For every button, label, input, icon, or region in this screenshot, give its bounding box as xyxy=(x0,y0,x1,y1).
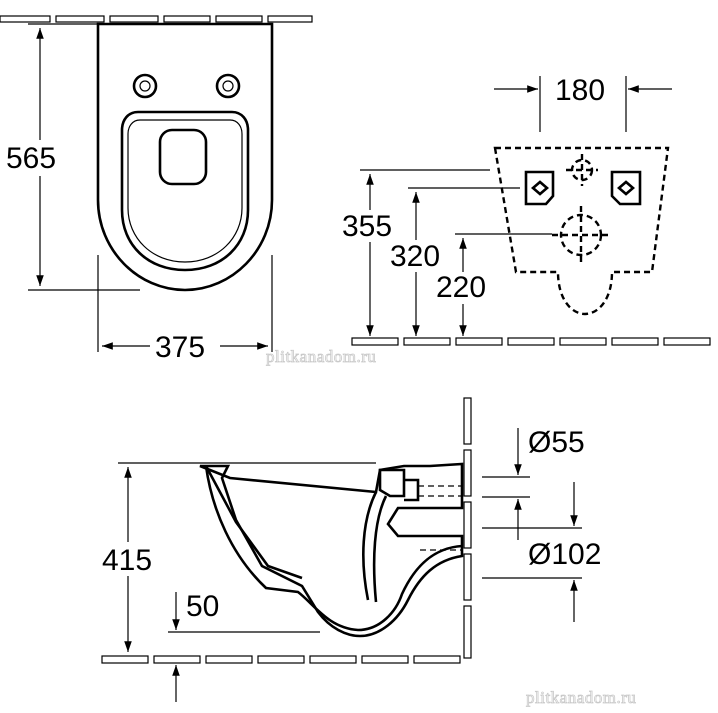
dimension-d102-label: Ø102 xyxy=(528,538,601,571)
mount-bracket-right xyxy=(610,170,642,206)
rear-view: 180 355 320 220 xyxy=(340,74,711,346)
top-view: 565 375 xyxy=(0,15,313,364)
dimension-355-label: 355 xyxy=(342,210,392,243)
outlet-hole-rear xyxy=(559,213,603,257)
bolt-holes-top xyxy=(132,73,241,99)
wall-tiles-top xyxy=(0,15,313,23)
bowl-section-inner xyxy=(204,465,463,632)
mount-bracket-left xyxy=(524,170,555,206)
side-view: 415 50 Ø55 Ø102 xyxy=(100,397,601,702)
dimension-320-label: 320 xyxy=(390,240,440,273)
dimension-d102 xyxy=(482,482,582,622)
rear-outline xyxy=(493,146,670,316)
bowl-section-outer xyxy=(199,462,464,638)
bowl-rim-top xyxy=(120,110,250,272)
bowl-outline-top xyxy=(96,22,274,292)
floor-tiles-side xyxy=(101,655,461,664)
dimension-565-label: 565 xyxy=(6,142,56,175)
dimension-355 xyxy=(360,169,490,336)
dimension-50 xyxy=(168,592,320,702)
drain-opening-top xyxy=(158,128,208,186)
dimension-180-label: 180 xyxy=(555,74,605,107)
dimension-d55-label: Ø55 xyxy=(528,426,585,459)
dimension-d55 xyxy=(482,428,530,540)
dimension-415-label: 415 xyxy=(102,544,152,577)
wall-tiles-side xyxy=(463,397,472,659)
floor-tiles-rear xyxy=(351,337,711,346)
watermark-bottom: plitkanadom.ru xyxy=(526,688,636,707)
dimension-180 xyxy=(494,76,672,132)
dimension-50-label: 50 xyxy=(186,590,219,623)
watermark-middle: plitkanadom.ru xyxy=(266,347,376,366)
dimension-220-label: 220 xyxy=(436,271,486,304)
dimension-375-label: 375 xyxy=(155,331,205,364)
